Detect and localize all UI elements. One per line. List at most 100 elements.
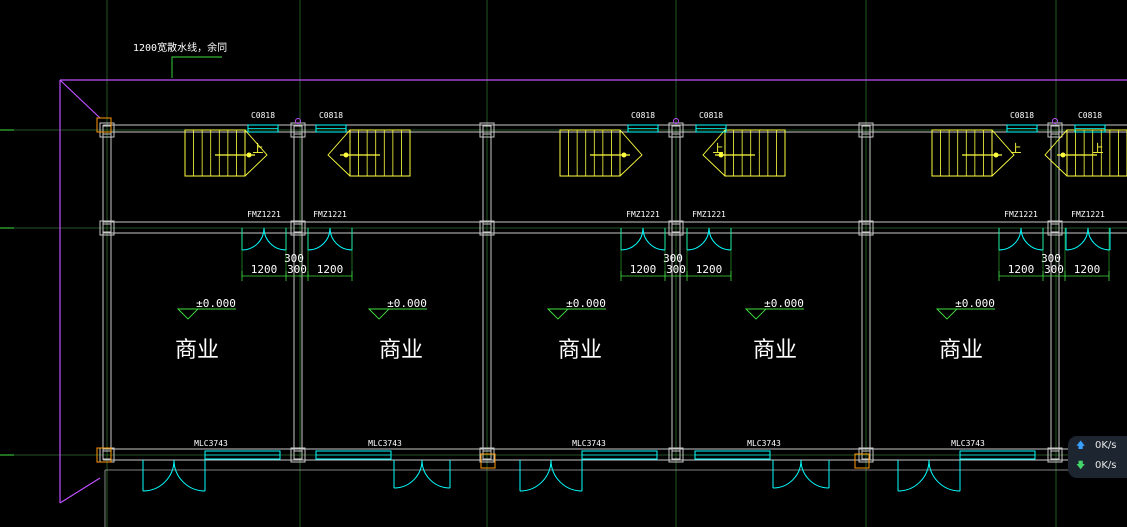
door-label: FMZ1221 <box>692 210 726 219</box>
column-inner <box>861 125 871 135</box>
stair-flight <box>1066 129 1127 177</box>
column-orange <box>854 453 870 469</box>
dimension-text: 300 <box>663 252 683 265</box>
stair-flight <box>184 129 246 177</box>
column <box>858 220 874 236</box>
shop-door-label: MLC3743 <box>572 439 606 448</box>
doors-windows <box>142 56 1111 492</box>
elevation-symbol <box>935 308 995 320</box>
stair-flight <box>724 129 786 177</box>
column-inner <box>293 125 303 135</box>
door-FMZ1221-swing <box>1065 227 1089 251</box>
door-FMZ1221-swing <box>642 227 666 251</box>
column-inner <box>293 223 303 233</box>
elevation-symbol <box>176 308 236 320</box>
elevation-symbol <box>744 308 804 320</box>
column-inner <box>861 450 871 460</box>
door-FMZ1221-swing <box>1020 227 1044 251</box>
dimension-text: 300 <box>284 252 304 265</box>
dimension-text: 1200 <box>251 263 278 276</box>
door-FMZ1221-swing <box>708 227 732 251</box>
column <box>479 447 495 463</box>
column <box>290 220 306 236</box>
elevation-label: ±0.000 <box>196 297 236 310</box>
network-speed-widget[interactable]: 🡅 0K/s 🡇 0K/s <box>1068 436 1127 478</box>
door-FMZ1221-swing <box>686 227 710 251</box>
stair-arrow-dot <box>343 152 349 158</box>
stair-up-label: 上 <box>1011 142 1022 155</box>
apron-outline <box>59 79 1127 504</box>
column <box>1047 220 1063 236</box>
shop-door-label: MLC3743 <box>747 439 781 448</box>
shop-door-swing <box>550 459 583 492</box>
column-inner <box>1050 450 1060 460</box>
elevation-symbol <box>367 308 427 320</box>
stair-arrow-dot <box>1060 152 1066 158</box>
column <box>290 447 306 463</box>
download-speed: 🡇 0K/s <box>1076 456 1127 476</box>
door-FMZ1221-swing <box>241 227 265 251</box>
dimension-text: 1200 <box>1008 263 1035 276</box>
window-label: C0818 <box>631 111 655 120</box>
stair-arrow-dot <box>246 152 252 158</box>
stair-landing-line <box>619 129 643 177</box>
door-label: FMZ1221 <box>1004 210 1038 219</box>
column <box>479 220 495 236</box>
dimension-text: 300 <box>1041 252 1061 265</box>
stair-arrow-dot <box>993 152 999 158</box>
stair-landing-line <box>991 129 1015 177</box>
column-orange <box>480 453 496 469</box>
stair-up-label: 上 <box>713 142 724 155</box>
dimension-text: 1200 <box>317 263 344 276</box>
shop-door-swing <box>897 459 930 492</box>
elevation-symbol <box>546 308 606 320</box>
shop-door-swing <box>142 459 175 492</box>
shop-door-swing <box>421 459 451 489</box>
axis-marker <box>295 118 301 124</box>
dimension-text: 1200 <box>630 263 657 276</box>
window-label: C0818 <box>319 111 343 120</box>
door-label: FMZ1221 <box>247 210 281 219</box>
window-label: C0818 <box>1010 111 1034 120</box>
elevation-label: ±0.000 <box>566 297 606 310</box>
elevation-label: ±0.000 <box>387 297 427 310</box>
door-FMZ1221-swing <box>307 227 331 251</box>
axis-marker <box>1052 118 1058 124</box>
column <box>1047 447 1063 463</box>
room-name: 商业 <box>558 338 602 363</box>
note-text: 1200宽散水线，余同 <box>133 41 227 54</box>
shop-door-swing <box>393 459 423 489</box>
column <box>99 122 115 138</box>
room-name: 商业 <box>939 338 983 363</box>
upload-arrow-icon: 🡅 <box>1076 441 1086 451</box>
column <box>668 220 684 236</box>
dimension-text: 1200 <box>696 263 723 276</box>
column-inner <box>671 125 681 135</box>
stair-landing-line <box>1044 129 1068 177</box>
window-label: C0818 <box>699 111 723 120</box>
stair-landing-line <box>327 129 351 177</box>
room-name: 商业 <box>175 338 219 363</box>
door-FMZ1221-swing <box>263 227 287 251</box>
stair-landing-line <box>702 129 726 177</box>
door-FMZ1221-swing <box>998 227 1022 251</box>
door-label: FMZ1221 <box>1071 210 1105 219</box>
column-inner <box>482 223 492 233</box>
stair-arrow-dot <box>621 152 627 158</box>
door-label: FMZ1221 <box>626 210 660 219</box>
download-arrow-icon: 🡇 <box>1076 461 1086 471</box>
column-orange <box>96 117 112 133</box>
stair-up-label: 上 <box>1093 142 1104 155</box>
column-inner <box>1050 125 1060 135</box>
apron-line <box>59 79 1127 504</box>
column-inner <box>102 223 112 233</box>
dimension-text: 300 <box>666 263 686 276</box>
dimension-text: 300 <box>287 263 307 276</box>
dimension-text: 300 <box>1044 263 1064 276</box>
column-inner <box>1050 223 1060 233</box>
column <box>858 447 874 463</box>
dimension-text: 1200 <box>1074 263 1101 276</box>
door-FMZ1221-swing <box>1087 227 1111 251</box>
